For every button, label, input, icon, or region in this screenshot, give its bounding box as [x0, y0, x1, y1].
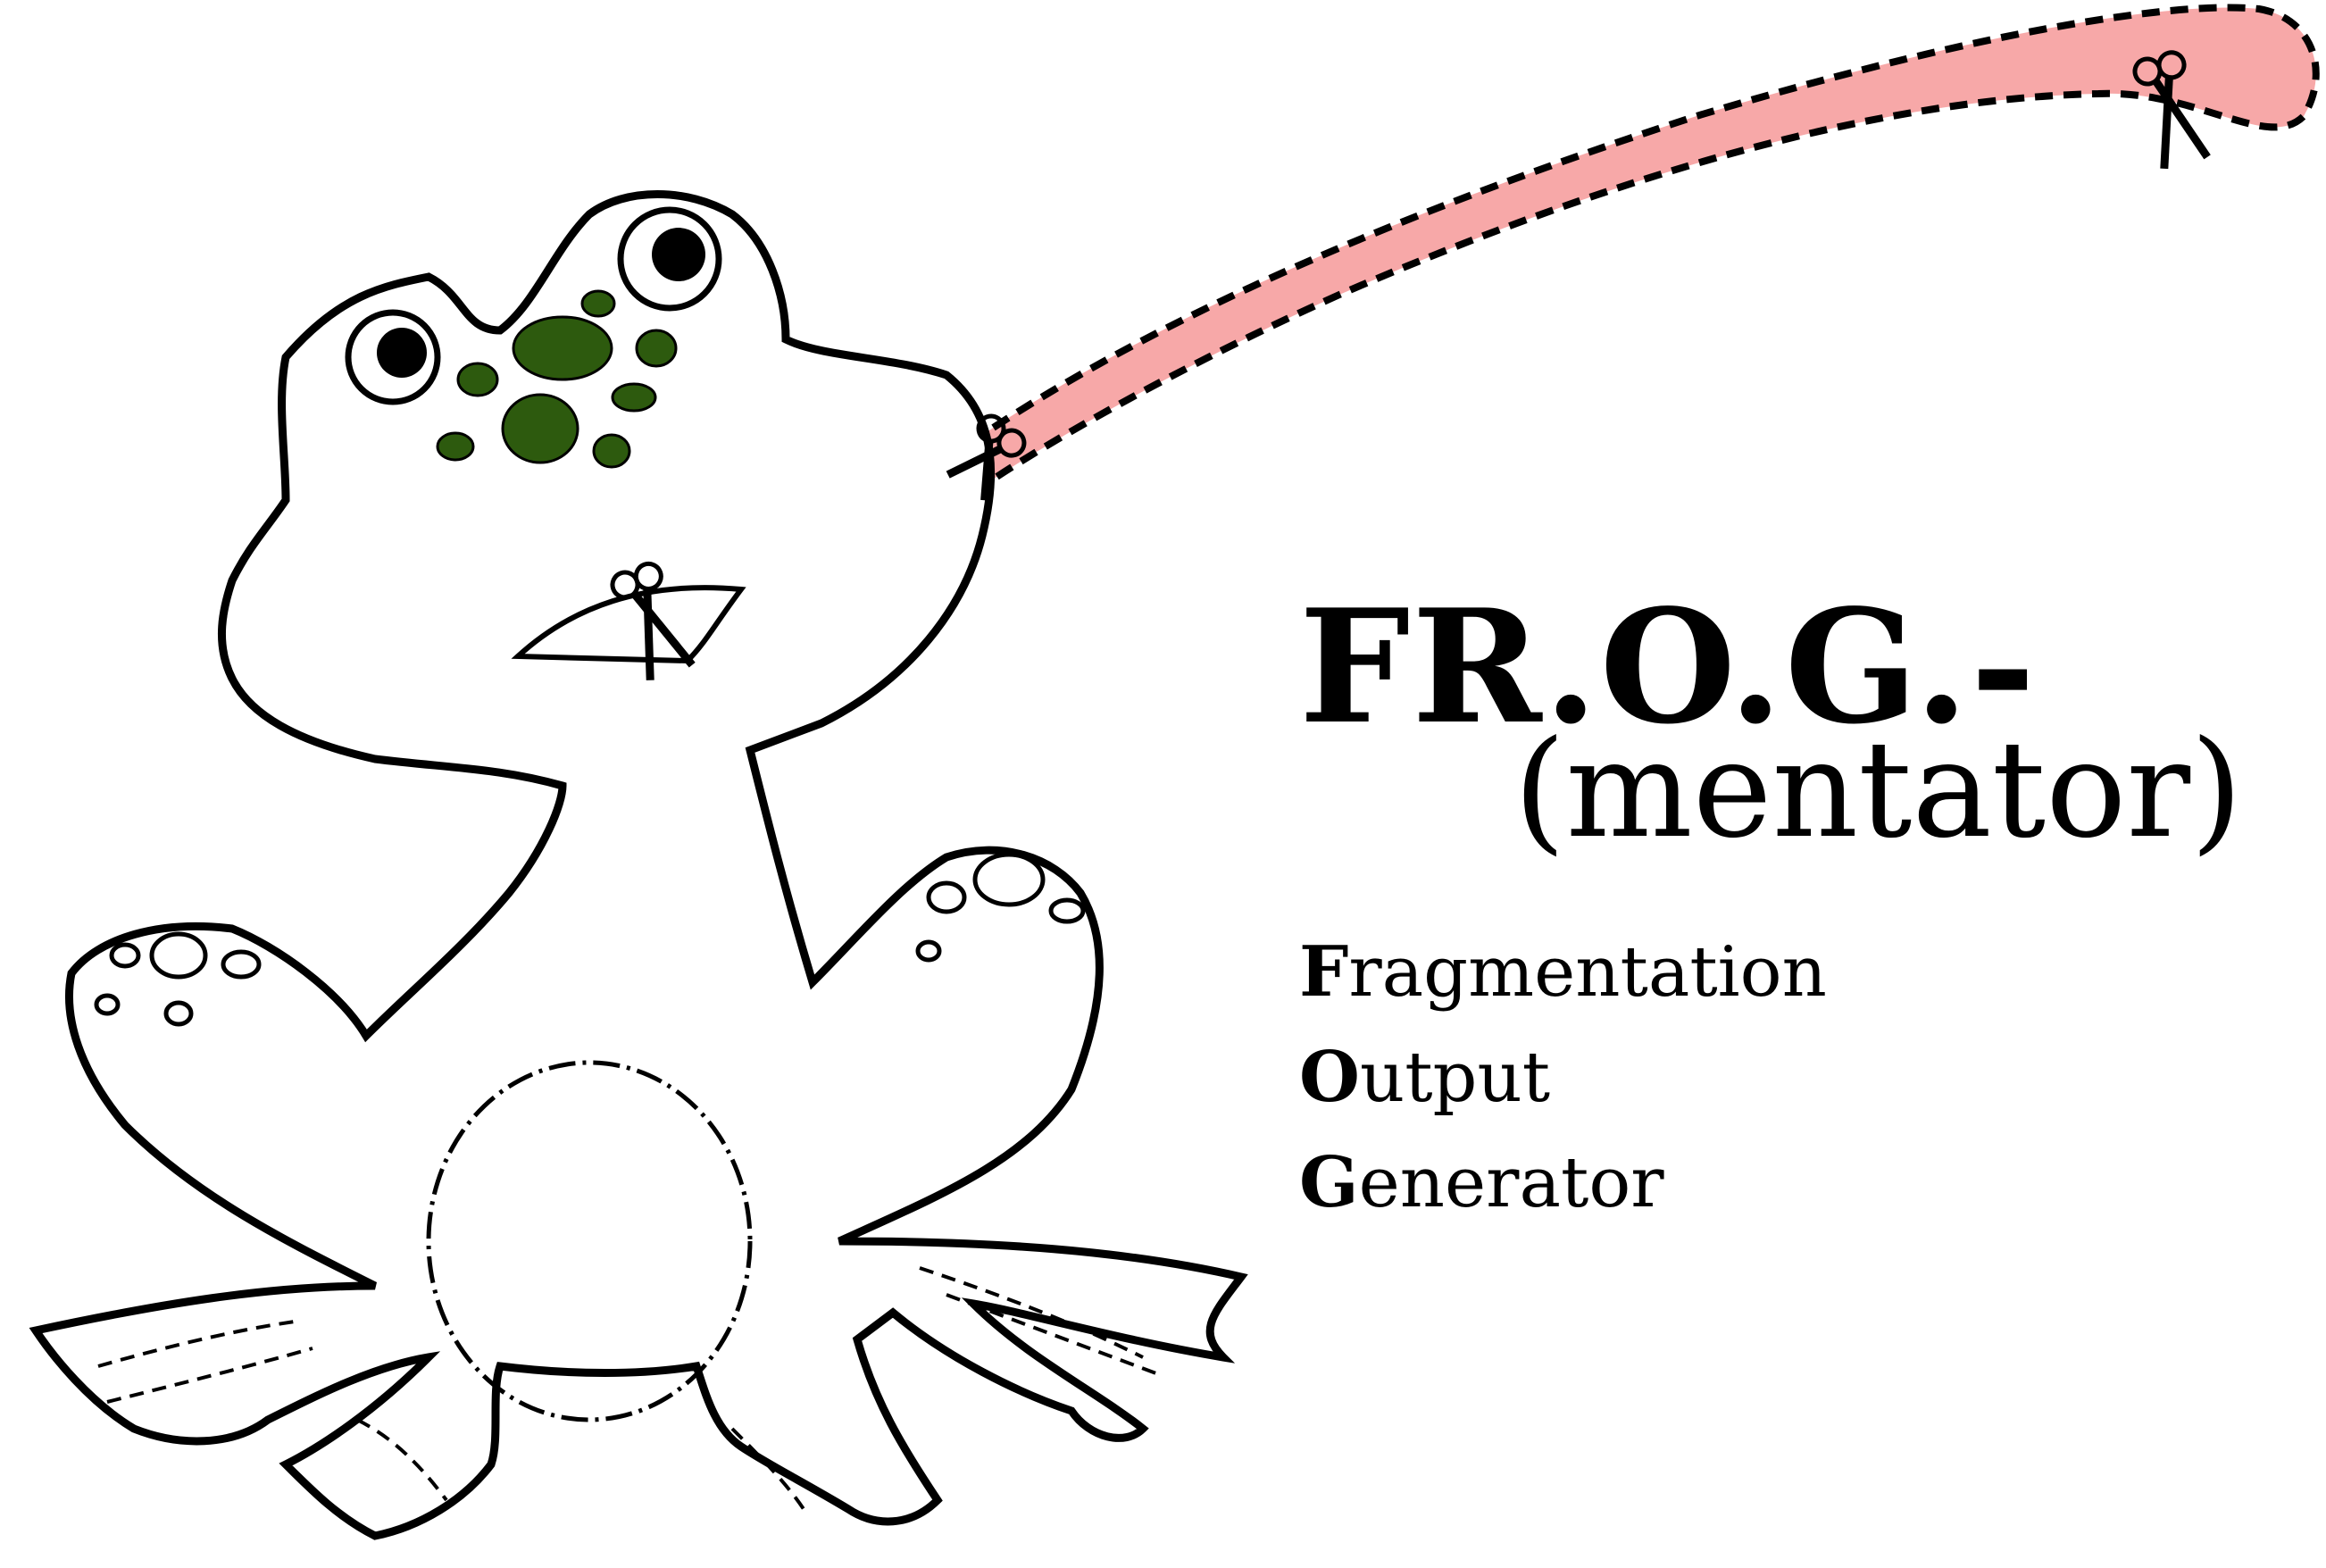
acronym-initial: F: [1299, 931, 1349, 1013]
frog-eye-left-pupil: [377, 328, 427, 378]
scissors-icon: [2132, 50, 2211, 170]
acronym-rest: ragmentation: [1348, 932, 1827, 1013]
frog-foot-texture: [97, 1266, 1162, 1511]
acronym-rest: enerator: [1358, 1143, 1664, 1223]
acronym-line: Fragmentation: [1299, 920, 1827, 1025]
frog-tongue: [677, 4, 2320, 658]
acronym-initial: G: [1299, 1142, 1359, 1223]
scissors-icon: [610, 561, 696, 680]
frog-toe-pads: [94, 852, 1086, 1027]
title-subtitle: (mentator): [1513, 713, 2243, 868]
frog-mouth: [511, 585, 746, 664]
frog-spots: [436, 289, 678, 469]
acronym-initial: O: [1299, 1037, 1360, 1118]
acronym-list: Fragmentation Output Generator: [1299, 920, 1827, 1236]
acronym-line: Generator: [1299, 1130, 1827, 1236]
frog-body: [29, 190, 1248, 1540]
frog-belly: [426, 1060, 753, 1422]
acronym-rest: utput: [1359, 1038, 1551, 1118]
scissors-icon: [946, 413, 1027, 501]
acronym-line: Output: [1299, 1025, 1827, 1130]
frog-eye-right-pupil: [652, 228, 705, 281]
title-main: FR.O.G.-: [1299, 576, 2038, 759]
